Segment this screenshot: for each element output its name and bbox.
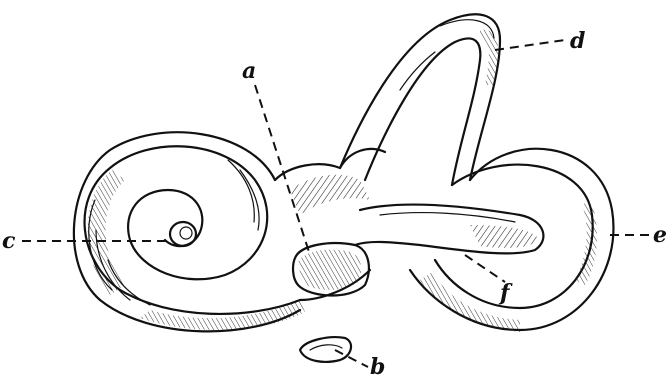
- leader-lines: [22, 40, 655, 367]
- label-c: c: [2, 228, 16, 254]
- cochlea: [74, 132, 305, 331]
- leader-f: [465, 255, 505, 282]
- leader-b: [335, 350, 368, 367]
- round-window: [300, 337, 351, 362]
- leader-d: [495, 40, 565, 50]
- label-d: d: [570, 28, 585, 54]
- label-f: f: [498, 280, 513, 306]
- oval-window: [293, 243, 369, 295]
- horizontal-canal: [355, 205, 543, 254]
- label-a: a: [242, 58, 256, 84]
- superior-semicircular-canal: [340, 14, 500, 185]
- label-e: e: [653, 222, 666, 248]
- leader-a: [255, 85, 310, 255]
- label-b: b: [370, 354, 385, 377]
